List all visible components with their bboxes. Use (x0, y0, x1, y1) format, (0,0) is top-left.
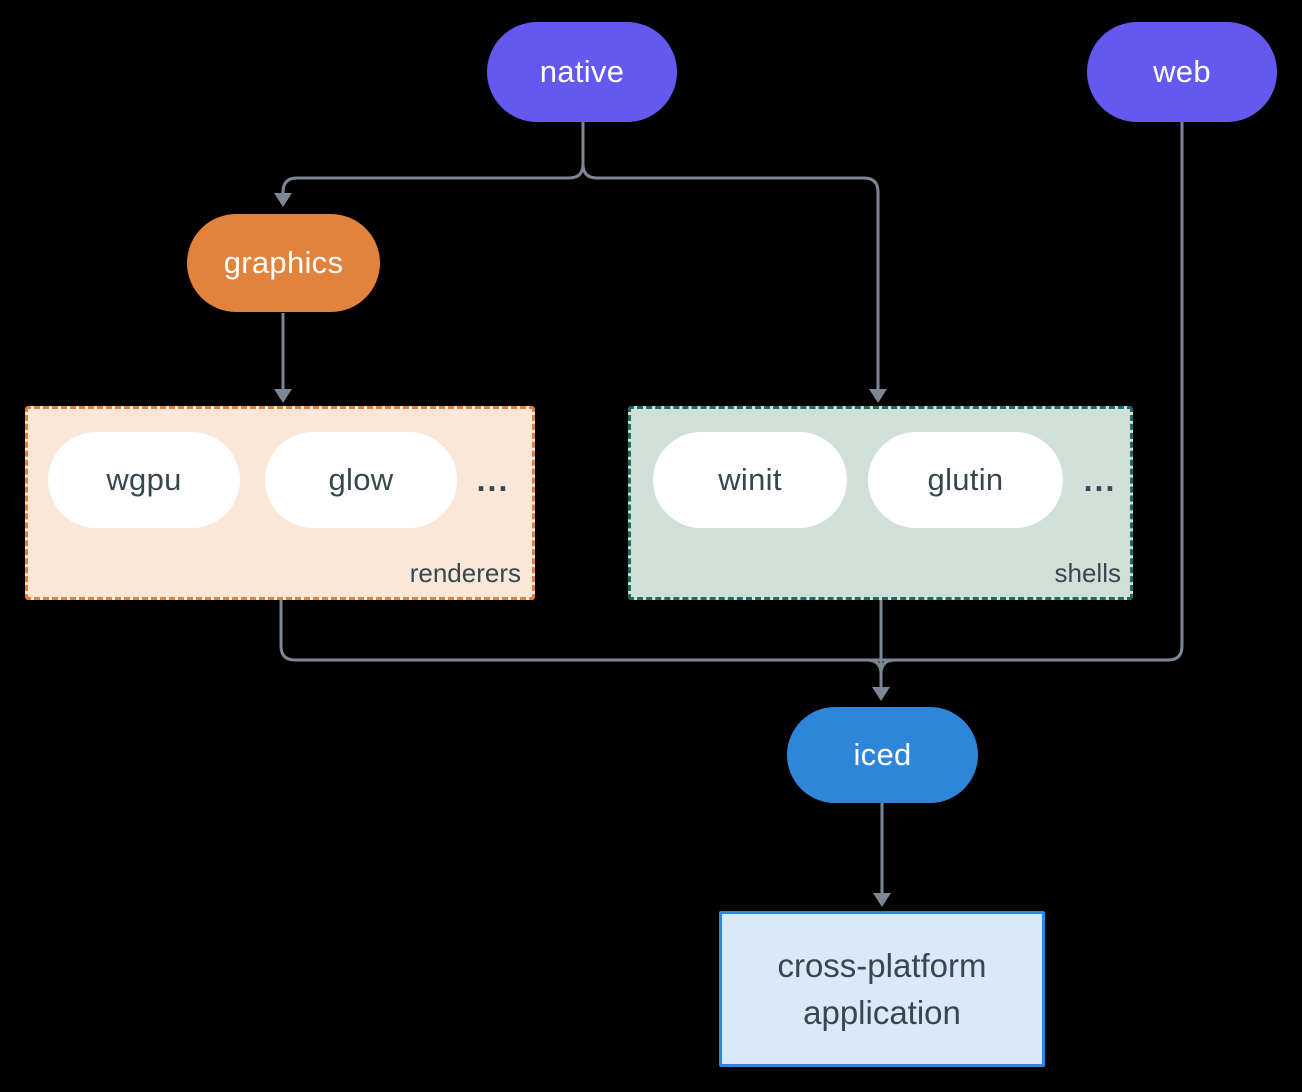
shells-label: shells (1054, 558, 1121, 588)
node-iced: iced (787, 707, 978, 803)
arrowhead-shells-icon (869, 389, 887, 403)
edge-native-to-shells (581, 163, 880, 389)
arrowhead-graphics-icon (274, 193, 292, 207)
group-renderers: wgpu glow ... renderers (25, 406, 535, 600)
group-shells: winit glutin ... shells (628, 406, 1133, 600)
junction-flare-right (879, 658, 896, 675)
node-winit: winit (653, 432, 847, 528)
edge-native-to-graphics (281, 163, 585, 193)
node-glow: glow (265, 432, 457, 528)
application-label-line2: application (803, 994, 961, 1031)
node-native: native (487, 22, 677, 122)
arrowhead-iced-icon (872, 687, 890, 701)
edge-renderers-to-iced (279, 600, 882, 662)
node-web: web (1087, 22, 1277, 122)
node-glutin: glutin (868, 432, 1063, 528)
edge-web-to-iced (882, 122, 1184, 662)
renderers-ellipsis: ... (476, 461, 510, 498)
arrowhead-application-icon (873, 893, 891, 907)
node-wgpu: wgpu (48, 432, 240, 528)
renderers-label: renderers (409, 558, 521, 588)
junction-flare-left (866, 658, 883, 675)
node-cross-platform-application: cross-platform application (719, 911, 1045, 1067)
node-graphics: graphics (187, 214, 380, 312)
application-label-line1: cross-platform (777, 947, 987, 984)
arrowhead-renderers-icon (274, 389, 292, 403)
shells-ellipsis: ... (1083, 461, 1117, 498)
